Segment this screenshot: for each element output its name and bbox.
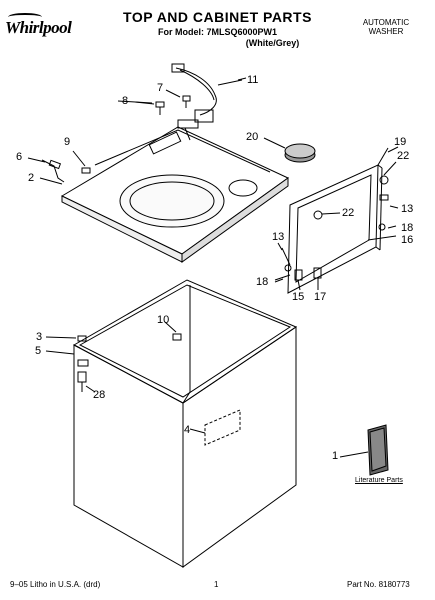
callout-13-left: 13 — [272, 231, 285, 243]
lid — [287, 147, 389, 294]
callout-19: 19 — [394, 136, 407, 148]
callout-7: 7 — [157, 82, 164, 94]
lid-bumpers — [313, 161, 397, 220]
top-brackets — [27, 150, 91, 185]
callout-15: 15 — [292, 291, 305, 303]
callout-17: 17 — [314, 291, 327, 303]
callout-2: 2 — [28, 172, 35, 184]
callout-11: 11 — [247, 74, 259, 86]
callout-22-lid: 22 — [342, 207, 355, 219]
literature-booklet — [339, 424, 389, 476]
model-line: For Model: 7MLSQ6000PW1 — [157, 27, 278, 37]
callout-13-right: 13 — [401, 203, 414, 215]
product-type: AUTOMATIC WASHER — [351, 18, 421, 36]
brand-logo: Whirlpool — [5, 18, 72, 37]
leader-lines — [117, 77, 399, 434]
cabinet — [72, 279, 298, 568]
callout-18-left: 18 — [256, 276, 269, 288]
page-title: TOP AND CABINET PARTS — [123, 9, 312, 25]
callout-28: 28 — [93, 389, 106, 401]
page-number: 1 — [214, 580, 219, 589]
callout-5: 5 — [35, 345, 42, 357]
washer-top — [60, 126, 289, 263]
brand-logo-swoosh — [8, 13, 42, 21]
callout-3: 3 — [36, 331, 43, 343]
lid-hinge-parts — [274, 194, 399, 291]
callout-6: 6 — [16, 151, 23, 163]
insulation-pad — [77, 371, 96, 393]
callout-22-top: 22 — [397, 150, 410, 162]
product-type-line2: WASHER — [368, 27, 404, 36]
callout-4: 4 — [184, 424, 191, 436]
part-number: Part No. 8180773 — [347, 580, 410, 589]
print-info: 9–05 Litho in U.S.A. (drd) — [10, 580, 101, 589]
callout-9: 9 — [64, 136, 71, 148]
bleach-dispenser-cap — [263, 137, 316, 163]
cabinet-screws — [45, 321, 182, 355]
literature-parts-label: Literature Parts — [355, 477, 403, 484]
callout-16: 16 — [401, 234, 414, 246]
callout-18-right: 18 — [401, 222, 414, 234]
product-type-line1: AUTOMATIC — [362, 18, 410, 27]
callout-20: 20 — [246, 131, 259, 143]
callout-1: 1 — [332, 450, 339, 462]
wiring-harness — [171, 63, 243, 141]
callout-10: 10 — [157, 314, 170, 326]
callout-8: 8 — [122, 95, 129, 107]
color-line: (White/Grey) — [245, 38, 300, 48]
